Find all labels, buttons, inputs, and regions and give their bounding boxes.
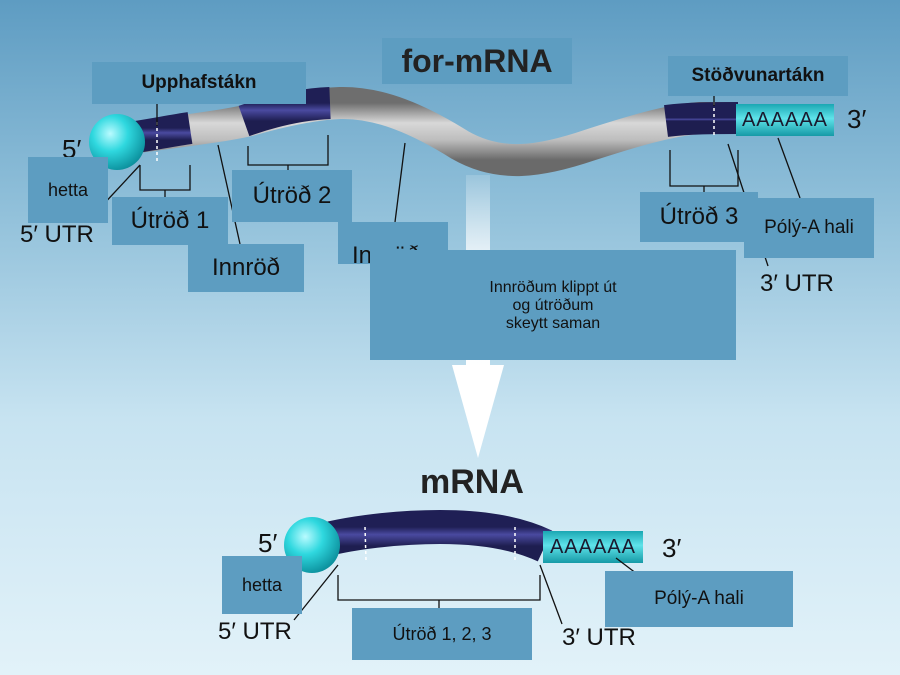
- top-cap-box: hetta: [28, 157, 108, 223]
- stop-codon-box: Stöðvunartákn: [668, 56, 848, 96]
- start-codon-box: Upphafstákn: [92, 62, 306, 104]
- poly-a-tail-segment: [736, 104, 834, 136]
- exon-2-segment: [238, 87, 331, 137]
- start-codon-label: Upphafstákn: [141, 72, 257, 93]
- top-five-prime: 5′: [62, 134, 82, 164]
- exon-1-box: Útröð 1: [112, 197, 228, 245]
- bottom-cap-box: hetta: [222, 556, 302, 614]
- bracket-mature-exons: [337, 575, 541, 608]
- intron-a-box: Innröð: [188, 244, 304, 292]
- exon-3-label: Útröð 3: [659, 203, 739, 230]
- cap-sphere-top: [89, 114, 145, 170]
- bottom-tail-sequence: AAAAAA: [549, 535, 637, 558]
- mature-exons-label: Útröð 1, 2, 3: [392, 623, 492, 644]
- mature-exons-segment: [307, 509, 553, 562]
- leader-polya: [777, 137, 801, 199]
- pre-mrna-title: for-mRNA: [401, 42, 553, 79]
- process-line-3: skeytt saman: [505, 314, 601, 332]
- leader-intron-b: [394, 142, 406, 223]
- bottom-utr5-label: 5′ UTR: [218, 618, 292, 645]
- bracket-exon-3: [669, 150, 739, 194]
- mrna-title: mRNA: [420, 463, 524, 501]
- mature-exons-box: Útröð 1, 2, 3: [352, 608, 532, 660]
- bottom-cap-label: hetta: [241, 574, 283, 595]
- top-utr5-label: 5′ UTR: [20, 221, 94, 248]
- bottom-polya-box: Pólý-A hali: [605, 571, 793, 627]
- exon-3-box: Útröð 3: [640, 192, 758, 242]
- top-cap-label: hetta: [47, 179, 89, 200]
- splicing-process-box: Innröðum klippt út og útröðum skeytt sam…: [370, 250, 736, 360]
- exon-2-label: Útröð 2: [252, 182, 332, 209]
- exon-1-label: Útröð 1: [130, 207, 210, 234]
- top-tail-sequence: AAAAAA: [741, 108, 829, 131]
- process-line-2: og útröðum: [512, 296, 594, 314]
- splice-arrow-head: [452, 365, 504, 458]
- exon-2-box: Útröð 2: [232, 170, 352, 222]
- top-polya-box: Pólý-A hali: [744, 198, 874, 258]
- bracket-exon-1: [139, 165, 191, 198]
- mature-poly-a-segment: [543, 531, 643, 563]
- top-three-prime: 3′: [847, 104, 867, 134]
- intron-b-box: Innröð: [338, 222, 448, 264]
- top-polya-label: Pólý-A hali: [764, 217, 854, 238]
- bottom-five-prime: 5′: [258, 528, 278, 558]
- stop-codon-label: Stöðvunartákn: [691, 65, 825, 86]
- pre-mrna-title-box: for-mRNA: [382, 38, 572, 84]
- bracket-exon-2: [247, 135, 329, 172]
- intron-a-label: Innröð: [211, 254, 281, 281]
- leader-bottom-utr3: [539, 564, 563, 625]
- bottom-three-prime: 3′: [662, 533, 682, 563]
- process-line-1: Innröðum klippt út: [489, 278, 617, 296]
- pre-mrna-strand: [114, 86, 834, 176]
- leader-intron-a: [217, 144, 241, 245]
- exon-3-segment: [664, 102, 739, 137]
- mature-mrna-strand: [307, 509, 643, 563]
- bottom-utr3-label: 3′ UTR: [562, 624, 636, 651]
- top-utr3-label: 3′ UTR: [760, 270, 834, 297]
- bottom-polya-label: Pólý-A hali: [654, 588, 744, 609]
